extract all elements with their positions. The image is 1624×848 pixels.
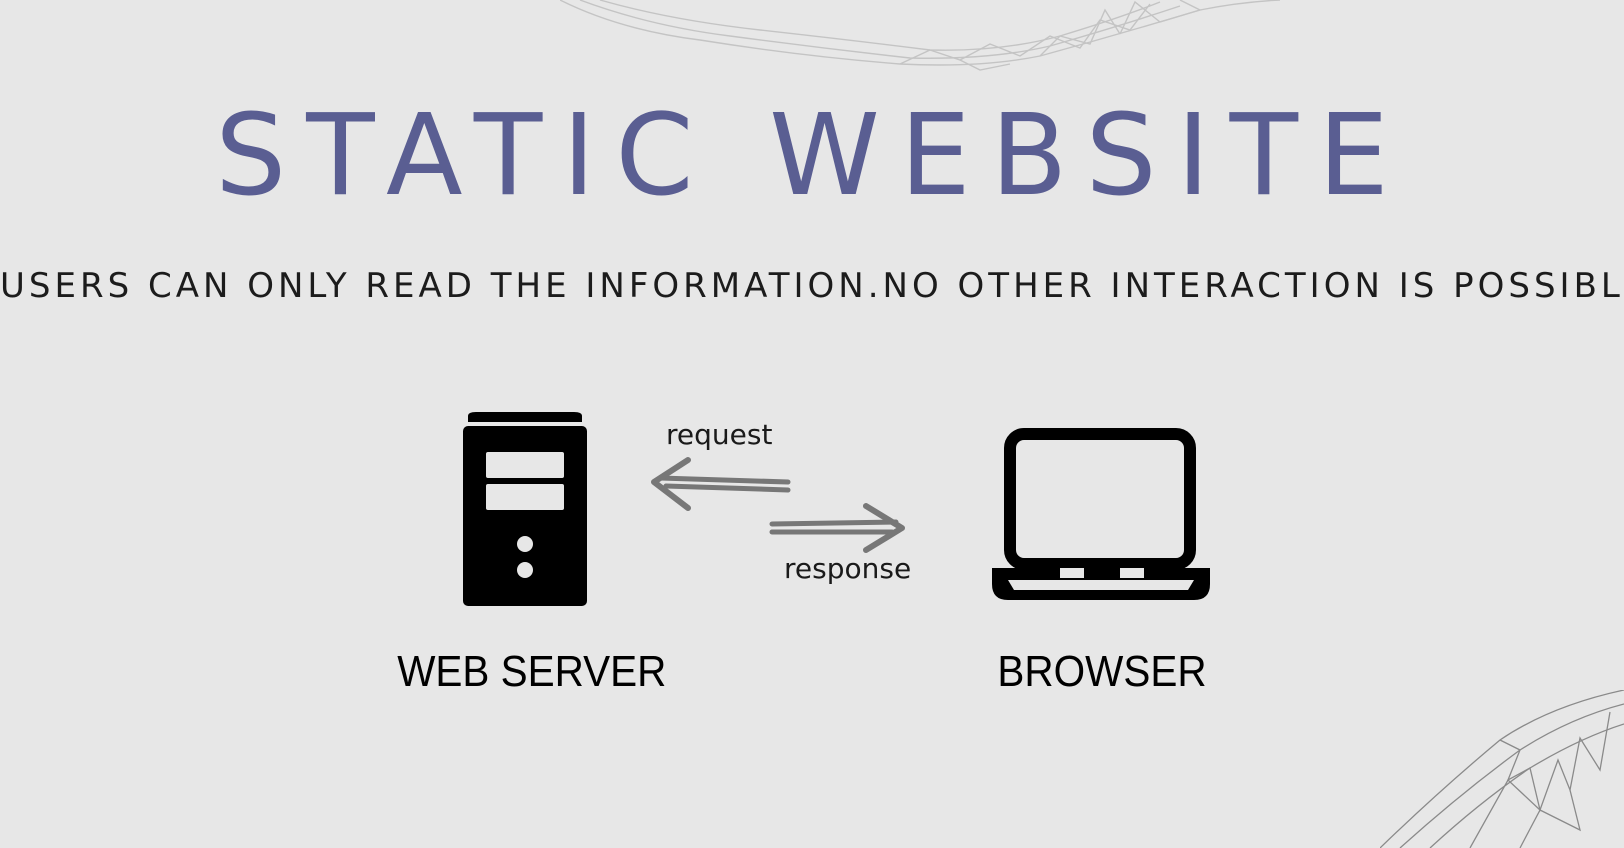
server-icon bbox=[463, 412, 587, 606]
browser-label: BROWSER bbox=[997, 647, 1207, 696]
page-title: STATIC WEBSITE bbox=[215, 91, 1409, 221]
right-arrow-icon bbox=[769, 503, 905, 553]
request-response-arrows bbox=[651, 457, 905, 553]
subtitle: USERS CAN ONLY READ THE INFORMATION.NO O… bbox=[0, 266, 1624, 306]
request-label: request bbox=[666, 418, 773, 451]
decorative-mesh-top bbox=[560, 0, 1280, 71]
left-arrow-icon bbox=[651, 457, 791, 511]
web-server-label: WEB SERVER bbox=[397, 647, 667, 696]
decorative-mesh-bottom-right bbox=[1380, 690, 1624, 848]
response-label: response bbox=[784, 552, 912, 585]
laptop-icon bbox=[992, 428, 1210, 600]
